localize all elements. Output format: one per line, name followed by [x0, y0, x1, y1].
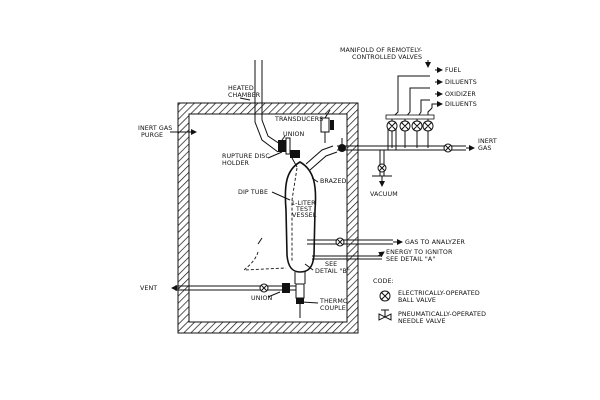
label-manifold-1: MANIFOLD OF REMOTELY- — [340, 47, 423, 54]
label-vacuum: VACUUM — [370, 191, 398, 198]
leader-lines — [239, 97, 331, 304]
inert-gas-right-line — [443, 143, 475, 153]
branch-ball-valve — [338, 138, 346, 152]
label-dip-tube: DIP TUBE — [238, 189, 268, 196]
label-energy-to-ignitor-1: ENERGY TO IGNITOR — [386, 249, 453, 256]
union-fitting-top — [278, 137, 291, 155]
manifold-assembly — [385, 75, 438, 150]
label-inert-gas-purge-2: PURGE — [141, 132, 163, 139]
label-thermocouple-1: THERMO- — [319, 298, 350, 305]
heated-chamber-wall — [177, 102, 359, 334]
label-manifold-2: CONTROLLED VALVES — [352, 54, 422, 61]
label-gas-to-analyzer: GAS TO ANALYZER — [405, 239, 466, 246]
label-rupture-disc-1: RUPTURE DISC — [222, 153, 270, 160]
label-needle-valve-2: NEEDLE VALVE — [398, 318, 446, 325]
label-brazed: BRAZED — [320, 178, 347, 185]
legend — [378, 290, 392, 321]
label-diluents-1: DILUENTS — [445, 79, 477, 86]
label-oxidizer: OXIDIZER — [445, 91, 476, 98]
label-inert-gas-right-1: INERT — [478, 138, 497, 145]
label-diluents-2: DILUENTS — [445, 101, 477, 108]
label-rupture-disc-2: HOLDER — [222, 160, 250, 167]
needle-valve-icon — [378, 309, 392, 321]
label-inert-gas-purge-1: INERT GAS — [138, 125, 172, 132]
label-union-top: UNION — [283, 131, 305, 138]
vacuum-line — [372, 150, 392, 187]
vent-line — [171, 283, 296, 293]
label-thermocouple-2: COUPLE — [320, 305, 346, 312]
label-energy-to-ignitor-2: SEE DETAIL "A" — [386, 256, 435, 263]
test-vessel — [284, 161, 317, 284]
label-code: CODE: — [373, 278, 394, 285]
label-test-vessel-3: VESSEL — [292, 212, 317, 219]
label-inert-gas-right-2: GAS — [478, 145, 491, 152]
label-see-detail-b-2: DETAIL "B" — [315, 268, 350, 275]
label-see-detail-b-1: SEE — [325, 261, 337, 268]
gas-to-analyzer-line — [307, 237, 403, 247]
top-feed-tube — [254, 60, 284, 153]
label-ball-valve-2: BALL VALVE — [398, 297, 436, 304]
dip-tube — [291, 167, 298, 262]
label-ball-valve-1: ELECTRICALLY-OPERATED — [398, 290, 480, 297]
ignitor-line — [312, 251, 385, 260]
rupture-disc-holder — [290, 150, 300, 168]
label-needle-valve-1: PNEUMATICALLY-OPERATED — [398, 311, 486, 318]
label-test-vessel-1: 1-LITER — [291, 200, 316, 207]
bottom-union — [295, 283, 305, 318]
label-union-bottom: UNION — [251, 295, 273, 302]
ball-valve-icon — [379, 290, 391, 302]
label-heated-chamber-2: CHAMBER — [228, 92, 261, 99]
label-vent: VENT — [140, 285, 157, 292]
label-fuel: FUEL — [445, 67, 462, 74]
label-transducers: TRANSDUCERS — [274, 116, 323, 123]
label-heated-chamber-1: HEATED — [228, 85, 254, 92]
label-test-vessel-2: TEST — [295, 206, 312, 213]
insulation-sweep — [242, 237, 287, 271]
feed-arrows — [425, 60, 443, 107]
